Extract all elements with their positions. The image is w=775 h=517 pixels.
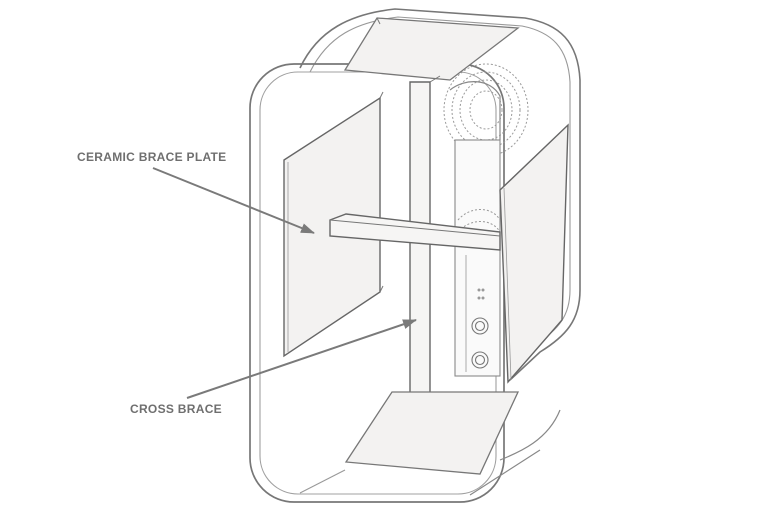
cross-brace-label: CROSS BRACE	[130, 402, 222, 416]
cabinet-back-shell	[299, 8, 581, 381]
ceramic-brace-plate-pointer	[152, 167, 315, 234]
rear-baffle	[454, 139, 501, 377]
cabinet-edge-line	[299, 469, 346, 494]
cabinet-edge-line	[469, 449, 541, 496]
cross-brace-pointer	[186, 319, 417, 399]
ceramic-brace-plate-right	[499, 123, 569, 384]
driver-mount-curve	[449, 81, 501, 140]
cross-brace-horizontal	[329, 213, 501, 251]
cabinet-back-shell-inner	[309, 16, 571, 345]
top-brace-plate	[343, 17, 520, 81]
cross-brace-vertical	[409, 81, 431, 439]
ceramic-brace-plate-label: CERAMIC BRACE PLATE	[77, 150, 227, 164]
port-icon	[471, 317, 489, 369]
cabinet-bottom-curve	[499, 409, 561, 461]
bottom-brace-plate	[344, 391, 520, 475]
port-dots	[477, 288, 485, 300]
